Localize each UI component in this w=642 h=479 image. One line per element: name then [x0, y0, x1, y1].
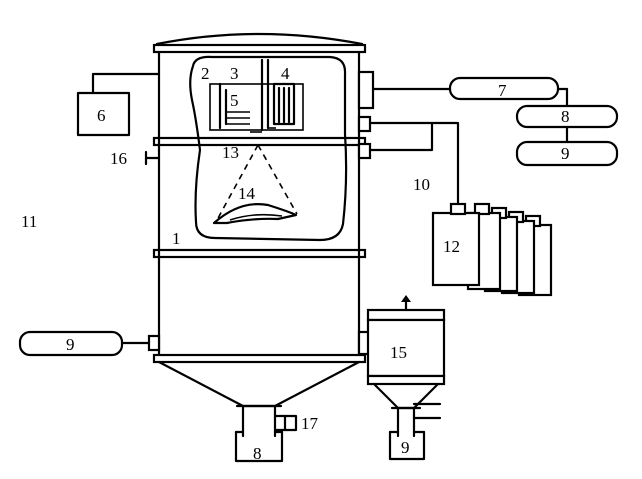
- label-11: 11: [21, 212, 37, 231]
- label-17: 17: [301, 414, 319, 433]
- label-1: 1: [172, 229, 181, 248]
- label-8-bottom: 8: [253, 444, 262, 463]
- cutaway-window: [189, 55, 348, 242]
- label-9-right: 9: [561, 144, 570, 163]
- spray-line-right: [257, 144, 298, 215]
- unit-6: [76, 91, 131, 137]
- pipe-cyclone-out: [412, 402, 442, 420]
- vessel: [152, 32, 367, 463]
- pipe-10a: [368, 121, 460, 207]
- top-flange: [152, 43, 367, 54]
- unit-9-right: [515, 140, 619, 167]
- label-9-bottom: 9: [401, 438, 410, 457]
- label-12: 12: [443, 237, 460, 256]
- label-15: 15: [390, 343, 407, 362]
- cylinder-bank-12: [431, 202, 553, 297]
- cyclone-15: [357, 295, 446, 461]
- spray-line-left: [216, 144, 259, 221]
- port-main: [357, 70, 375, 110]
- collector-8: [234, 430, 284, 463]
- label-5: 5: [230, 91, 239, 110]
- label-3: 3: [230, 64, 239, 83]
- internal-assembly: [209, 58, 304, 133]
- label-6: 6: [97, 106, 106, 125]
- label-9-left: 9: [66, 335, 75, 354]
- label-7: 7: [498, 81, 507, 100]
- label-13: 13: [222, 143, 239, 162]
- label-10: 10: [413, 175, 430, 194]
- upper-flange: [152, 136, 367, 147]
- port-lower: [357, 142, 372, 160]
- pipe-6: [91, 72, 161, 95]
- label-16: 16: [110, 149, 127, 168]
- drum-14: [212, 203, 298, 225]
- lower-flange: [152, 353, 367, 364]
- label-2: 2: [201, 64, 210, 83]
- port-upper: [357, 115, 372, 133]
- port-left: [147, 334, 161, 352]
- middle-flange: [152, 248, 367, 259]
- vessel-cone: [157, 360, 361, 408]
- pipe-10b: [368, 121, 434, 152]
- label-14: 14: [238, 184, 256, 203]
- vessel-dome: [155, 32, 364, 46]
- label-8-right: 8: [561, 107, 570, 126]
- collector-9-bottom: [388, 430, 426, 461]
- label-4: 4: [281, 64, 290, 83]
